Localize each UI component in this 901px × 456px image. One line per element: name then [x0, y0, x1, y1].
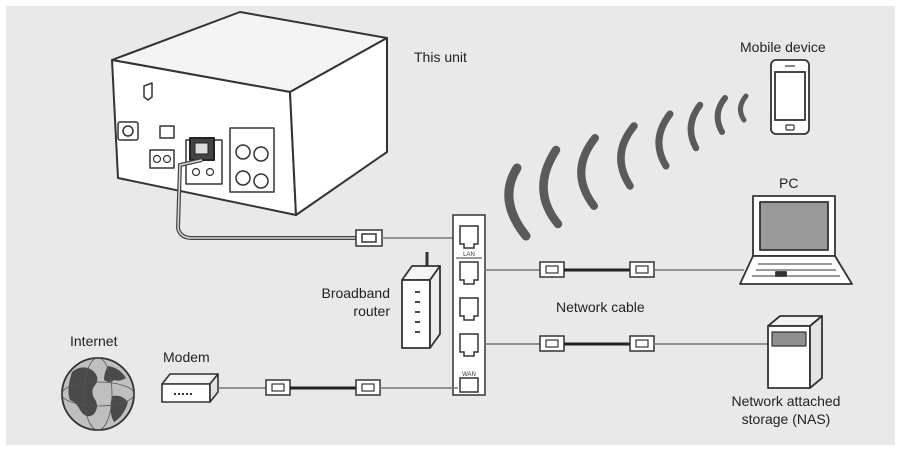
rj45-plug-unit — [355, 229, 383, 247]
pc-label: PC — [779, 175, 799, 191]
modem-label: Modem — [163, 349, 210, 365]
pc-laptop-icon — [739, 195, 853, 285]
broadband-router-icon — [401, 252, 441, 349]
broadband-router-label: Broadband router — [321, 285, 390, 319]
network-cable-to-pc — [484, 261, 744, 278]
nas-storage-icon — [767, 315, 823, 389]
network-cable-modem-to-router — [218, 379, 458, 396]
network-cable-to-nas — [484, 335, 768, 352]
mobile-device-icon — [770, 59, 810, 135]
internet-label: Internet — [70, 333, 118, 349]
lan-port — [459, 225, 479, 393]
this-unit-label: This unit — [414, 49, 467, 65]
nas-label: Network attached storage (NAS) — [731, 393, 841, 427]
wan-port-label: WAN — [462, 372, 476, 378]
modem-icon — [161, 373, 219, 403]
audio-unit-device — [111, 11, 388, 216]
internet-globe-icon — [61, 357, 135, 431]
mobile-device-label: Mobile device — [740, 39, 826, 55]
lan-port-label: LAN — [463, 252, 475, 258]
network-cable-label: Network cable — [556, 299, 645, 315]
router-port-panel — [452, 214, 486, 396]
wireless-signal-waves — [504, 93, 749, 241]
